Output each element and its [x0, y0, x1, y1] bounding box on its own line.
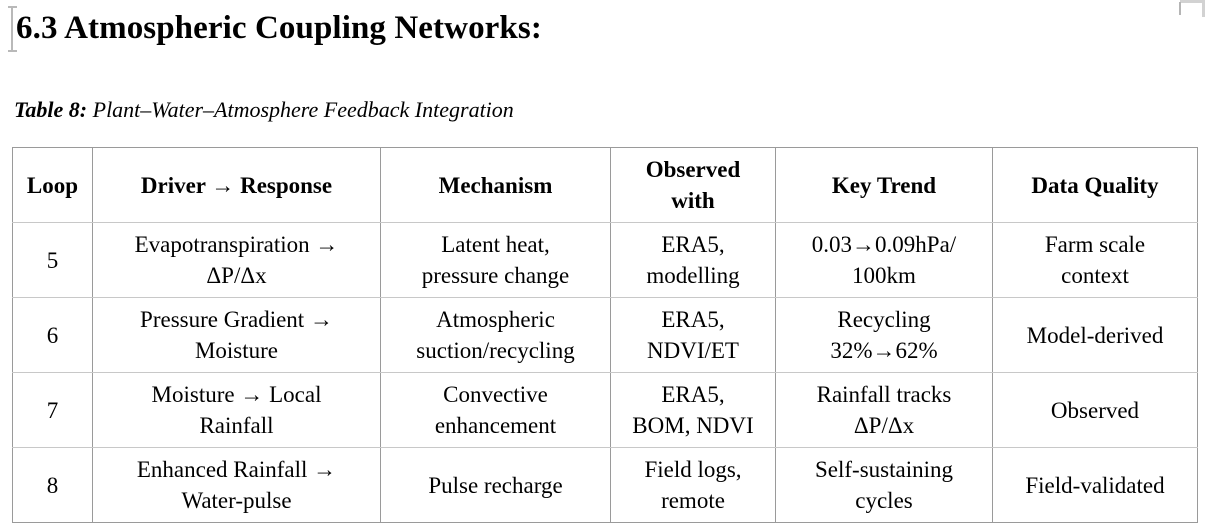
column-header-observed-with: Observed with [610, 147, 776, 223]
feedback-integration-table: Loop Driver → Response Mechanism Observe… [12, 147, 1198, 523]
cell-driver-response: Enhanced Rainfall → Water-pulse [92, 447, 381, 523]
cell-mechanism: Latent heat, pressure change [380, 222, 611, 298]
cell-mechanism-line1: Atmospheric [436, 307, 555, 332]
cell-data-quality-line1: Model-derived [1026, 322, 1164, 348]
cell-mechanism-line1: Latent heat, [441, 232, 550, 257]
cell-observed-with: ERA5, modelling [610, 222, 776, 298]
cell-observed-with-line2: NDVI/ET [647, 338, 739, 363]
cell-driver-response-line1: Moisture → Local [151, 382, 322, 407]
cell-observed-with-line2: remote [661, 488, 725, 513]
cell-mechanism: Atmospheric suction/recycling [380, 297, 611, 373]
cell-driver-response-line1: Enhanced Rainfall → [136, 457, 337, 482]
column-header-observed-with-line2: with [671, 188, 715, 213]
cell-driver-response-line1: Evapotranspiration → [134, 232, 339, 257]
cell-observed-with-line1: Field logs, [644, 457, 742, 482]
cell-data-quality-line2: context [1061, 263, 1129, 288]
cell-loop: 6 [12, 297, 93, 373]
table-caption: Table 8: Plant–Water–Atmosphere Feedback… [14, 96, 514, 124]
cell-driver-response: Pressure Gradient → Moisture [92, 297, 381, 373]
cell-observed-with-line2: modelling [646, 263, 740, 288]
table-container: Loop Driver → Response Mechanism Observe… [12, 147, 1198, 523]
cell-loop: 7 [12, 372, 93, 448]
cell-key-trend-line2: 32%→62% [830, 338, 938, 363]
cell-driver-response-line1: Pressure Gradient → [140, 307, 333, 332]
caret-stem [11, 6, 13, 52]
cell-observed-with-line1: ERA5, [661, 382, 725, 407]
cell-driver-response-line2: Rainfall [199, 413, 274, 438]
cell-key-trend-line1: Rainfall tracks [816, 382, 952, 407]
cell-loop: 5 [12, 222, 93, 298]
cell-driver-response-line2: Moisture [194, 338, 279, 363]
cell-key-trend: Self-sustaining cycles [775, 447, 993, 523]
section-heading: 6.3 Atmospheric Coupling Networks: [16, 10, 542, 46]
cell-driver-response: Evapotranspiration → ΔP/Δx [92, 222, 381, 298]
column-header-loop: Loop [12, 147, 93, 223]
cell-data-quality: Farm scale context [992, 222, 1198, 298]
cell-observed-with: ERA5, NDVI/ET [610, 297, 776, 373]
cell-driver-response: Moisture → Local Rainfall [92, 372, 381, 448]
cell-data-quality: Field-validated [992, 447, 1198, 523]
cell-data-quality: Model-derived [992, 297, 1198, 373]
cell-key-trend-line1: 0.03→0.09hPa/ [811, 232, 957, 257]
cell-key-trend: 0.03→0.09hPa/ 100km [775, 222, 993, 298]
cell-key-trend-line1: Recycling [837, 307, 931, 332]
table-row: 5 Evapotranspiration → ΔP/Δx Latent heat… [12, 222, 1198, 298]
cell-key-trend-line2: cycles [855, 488, 913, 513]
cell-loop: 8 [12, 447, 93, 523]
cell-data-quality-line1: Field-validated [1025, 472, 1165, 498]
cell-driver-response-line2: ΔP/Δx [206, 263, 267, 288]
table-caption-text: Plant–Water–Atmosphere Feedback Integrat… [92, 97, 514, 122]
cell-mechanism: Convective enhancement [380, 372, 611, 448]
table-row: 8 Enhanced Rainfall → Water-pulse Pulse … [12, 447, 1198, 523]
cell-driver-response-line2: Water-pulse [181, 488, 292, 513]
cell-mechanism: Pulse recharge [380, 447, 611, 523]
table-header-row: Loop Driver → Response Mechanism Observe… [12, 147, 1198, 223]
cell-key-trend: Rainfall tracks ΔP/Δx [775, 372, 993, 448]
cell-mechanism-line1: Convective [443, 382, 548, 407]
cell-data-quality: Observed [992, 372, 1198, 448]
cell-data-quality-line1: Farm scale [1044, 232, 1146, 257]
column-header-key-trend: Key Trend [775, 147, 993, 223]
cell-key-trend: Recycling 32%→62% [775, 297, 993, 373]
cell-key-trend-line1: Self-sustaining [815, 457, 953, 482]
cell-data-quality-line1: Observed [1050, 397, 1140, 423]
column-header-driver-response: Driver → Response [92, 147, 381, 223]
column-header-mechanism: Mechanism [380, 147, 611, 223]
cell-key-trend-line2: 100km [852, 263, 916, 288]
caret-serif-bottom [8, 50, 17, 52]
cell-mechanism-line2: suction/recycling [416, 338, 575, 363]
cell-observed-with-line1: ERA5, [661, 232, 725, 257]
cell-observed-with-line1: ERA5, [661, 307, 725, 332]
cell-mechanism-line2: enhancement [434, 413, 557, 438]
text-caret-icon [8, 6, 17, 52]
table-row: 6 Pressure Gradient → Moisture Atmospher… [12, 297, 1198, 373]
cell-mechanism-line1: Pulse recharge [428, 472, 563, 498]
column-header-data-quality: Data Quality [992, 147, 1198, 223]
table-row: 7 Moisture → Local Rainfall Convective e… [12, 372, 1198, 448]
cell-observed-with: Field logs, remote [610, 447, 776, 523]
table-caption-label: Table 8: [14, 97, 88, 122]
page-margin-corner-icon [1179, 0, 1205, 17]
cell-observed-with: ERA5, BOM, NDVI [610, 372, 776, 448]
column-header-observed-with-line1: Observed [645, 157, 741, 182]
cell-mechanism-line2: pressure change [421, 263, 570, 288]
cell-observed-with-line2: BOM, NDVI [632, 413, 754, 438]
cell-key-trend-line2: ΔP/Δx [853, 413, 915, 438]
